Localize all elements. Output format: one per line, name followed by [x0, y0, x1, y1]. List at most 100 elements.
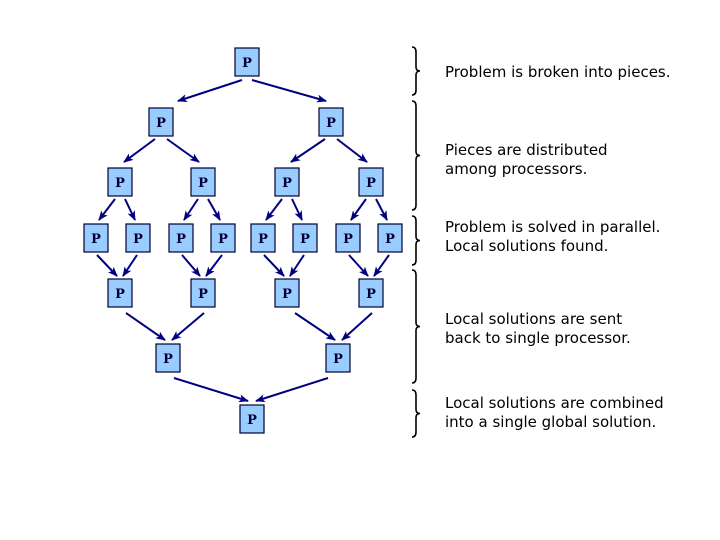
arrow-merge	[96, 254, 118, 277]
processor-label: P	[133, 232, 143, 247]
arrow-split	[166, 138, 200, 163]
processor-box	[274, 278, 300, 308]
processor-box	[234, 47, 260, 77]
annotation-line: Problem is broken into pieces.	[445, 63, 671, 81]
processor-label: P	[333, 352, 343, 367]
processor-box	[155, 343, 181, 373]
arrow-split	[265, 198, 283, 221]
processor-label: P	[115, 287, 125, 302]
arrow-merge	[181, 254, 201, 277]
arrow-merge	[173, 377, 249, 403]
arrow-split	[291, 198, 303, 221]
arrow-split	[336, 138, 368, 163]
processor-label: P	[198, 176, 208, 191]
arrow-merge	[125, 312, 166, 341]
arrow-merge	[255, 377, 329, 403]
processor-node-leaves-8: P	[377, 223, 403, 253]
processor-node-split-1-1: P	[148, 107, 174, 137]
processor-node-split-2-2: P	[190, 167, 216, 197]
processor-box	[318, 107, 344, 137]
annotation-line: among processors.	[445, 160, 588, 178]
arrow-merge	[171, 312, 205, 341]
arrow-split	[124, 198, 136, 221]
processor-box	[274, 167, 300, 197]
processor-node-merge-1-3: P	[274, 278, 300, 308]
processor-box	[377, 223, 403, 253]
annotation-line: Local solutions found.	[445, 237, 609, 255]
processor-box	[125, 223, 151, 253]
processor-box	[250, 223, 276, 253]
processor-node-final-1: P	[239, 404, 265, 434]
arrow-merge	[122, 254, 138, 277]
processor-node-leaves-4: P	[210, 223, 236, 253]
processor-box	[83, 223, 109, 253]
arrow-split	[207, 198, 221, 221]
processor-label: P	[282, 176, 292, 191]
processor-label: P	[91, 232, 101, 247]
processor-box	[190, 167, 216, 197]
annotation-line: Local solutions are combined	[445, 394, 664, 412]
processor-box	[239, 404, 265, 434]
annotation-line: Problem is solved in parallel.	[445, 218, 661, 236]
processor-label: P	[247, 413, 257, 428]
processor-label: P	[366, 176, 376, 191]
annotation-break-into-pieces: Problem is broken into pieces.	[445, 63, 671, 82]
processor-box	[210, 223, 236, 253]
processor-box	[168, 223, 194, 253]
processor-node-split-2-4: P	[358, 167, 384, 197]
arrow-merge	[341, 312, 373, 341]
arrow-merge	[294, 312, 336, 341]
annotation-line: into a single global solution.	[445, 413, 657, 431]
brace-5	[411, 389, 421, 438]
processor-label: P	[366, 287, 376, 302]
processor-box	[190, 278, 216, 308]
arrow-merge	[348, 254, 369, 277]
brace-1	[411, 46, 421, 96]
arrow-merge	[373, 254, 390, 277]
processor-box	[107, 167, 133, 197]
processor-node-merge-2-1: P	[155, 343, 181, 373]
arrow-split	[183, 198, 199, 221]
processor-label: P	[242, 56, 252, 71]
processor-node-leaves-7: P	[335, 223, 361, 253]
processor-label: P	[163, 352, 173, 367]
processor-node-merge-1-2: P	[190, 278, 216, 308]
processor-node-split-2-3: P	[274, 167, 300, 197]
arrow-split	[177, 79, 243, 102]
arrow-split	[290, 138, 326, 163]
processor-label: P	[115, 176, 125, 191]
processor-node-split-1-2: P	[318, 107, 344, 137]
processor-node-merge-1-4: P	[358, 278, 384, 308]
processor-label: P	[326, 116, 336, 131]
processor-label: P	[258, 232, 268, 247]
processor-box	[325, 343, 351, 373]
processor-node-leaves-6: P	[292, 223, 318, 253]
arrow-split	[375, 198, 388, 221]
annotation-solved-parallel: Problem is solved in parallel.Local solu…	[445, 218, 660, 256]
processor-node-merge-1-1: P	[107, 278, 133, 308]
processor-label: P	[156, 116, 166, 131]
processor-label: P	[198, 287, 208, 302]
brace-3	[411, 215, 421, 266]
arrow-merge	[289, 254, 305, 277]
processor-label: P	[343, 232, 353, 247]
processor-box	[358, 278, 384, 308]
processor-box	[107, 278, 133, 308]
annotation-line: Pieces are distributed	[445, 141, 608, 159]
arrow-split	[98, 198, 116, 221]
processor-label: P	[176, 232, 186, 247]
arrow-split	[251, 79, 327, 103]
processor-node-leaves-2: P	[125, 223, 151, 253]
processor-node-root-1: P	[234, 47, 260, 77]
processor-node-merge-2-2: P	[325, 343, 351, 373]
processor-node-split-2-1: P	[107, 167, 133, 197]
processor-box	[292, 223, 318, 253]
arrow-merge	[205, 254, 223, 277]
annotation-line: back to single processor.	[445, 329, 631, 347]
arrow-split	[350, 198, 367, 221]
processor-node-leaves-5: P	[250, 223, 276, 253]
